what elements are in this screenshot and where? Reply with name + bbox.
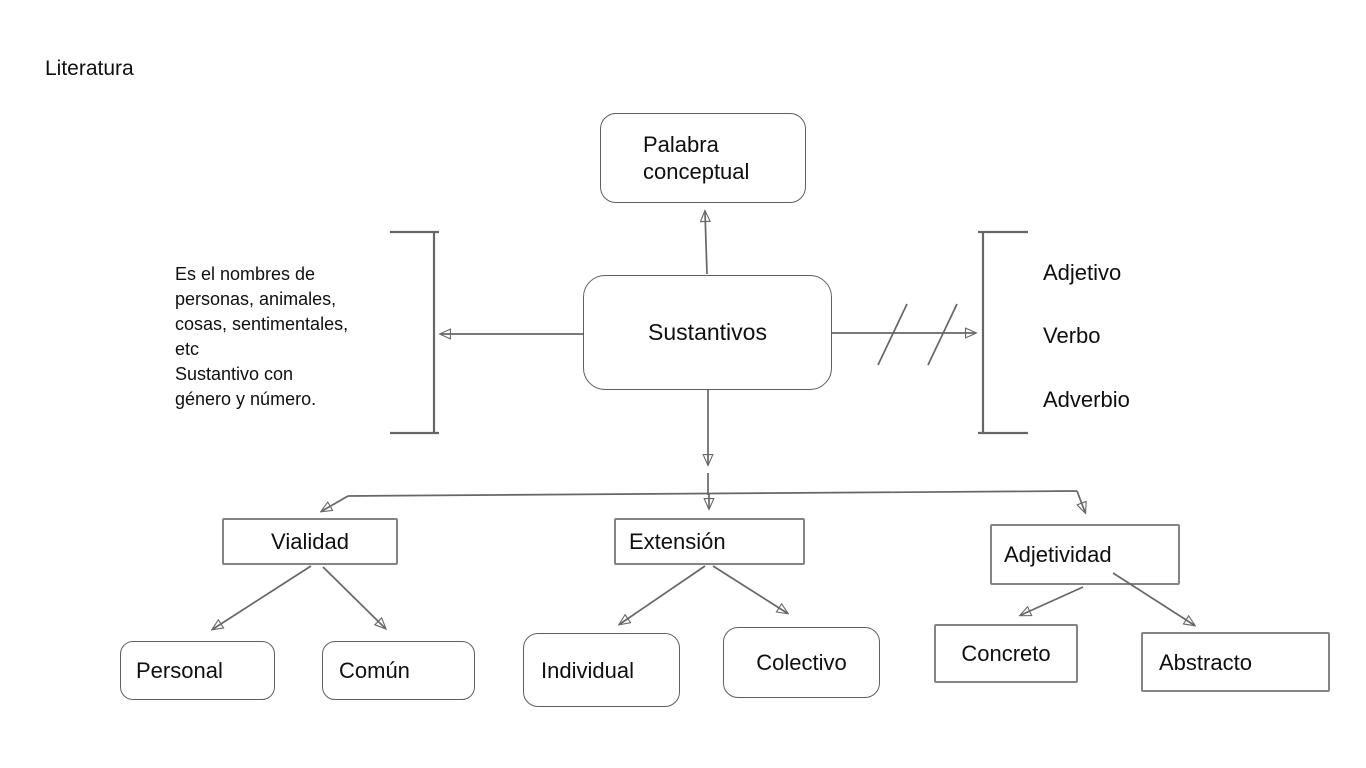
node-label: Sustantivos [648,319,767,345]
node-adjetividad[interactable]: Adjetividad [990,524,1180,585]
node-vialidad[interactable]: Vialidad [222,518,398,565]
connector-bus-to-vialidad [322,495,349,511]
node-label: Extensión [629,529,726,554]
branch-bus-line [347,490,1078,497]
connector-root-to-top-concept [705,212,707,275]
connector-bus-to-adjetividad [1077,490,1085,512]
definition-note: Es el nombres de personas, animales, cos… [175,264,349,409]
node-label: Concreto [961,641,1051,666]
node-label: Individual [541,657,634,683]
slash-mark-1 [877,303,908,366]
side-label-adverbio: Adverbio [1043,387,1130,412]
node-label: Personal [136,658,223,683]
left-bracket [390,230,439,435]
node-label: Adjetividad [1004,542,1112,567]
node-sustantivos[interactable]: Sustantivos [583,275,832,390]
slash-mark-2 [927,303,958,366]
connector-extension-to-colectivo [712,565,787,613]
connector-vialidad-to-comun [322,566,385,628]
node-label: Común [339,658,410,683]
node-label: Vialidad [271,529,349,554]
side-label-verbo: Verbo [1043,323,1101,348]
node-concreto[interactable]: Concreto [934,624,1078,683]
node-label: Palabra conceptual [643,132,750,184]
node-personal[interactable]: Personal [120,641,275,700]
node-label: Abstracto [1159,649,1252,675]
connector-vialidad-to-personal [213,565,312,629]
node-abstracto[interactable]: Abstracto [1141,632,1330,692]
node-palabra-conceptual[interactable]: Palabra conceptual [600,113,806,203]
node-extension[interactable]: Extensión [614,518,805,565]
side-label-adjetivo: Adjetivo [1043,260,1122,285]
connector-extension-to-individual [620,565,706,624]
right-bracket [978,230,1028,435]
node-comun[interactable]: Común [322,641,475,700]
node-colectivo[interactable]: Colectivo [723,627,880,698]
node-label: Colectivo [756,650,847,675]
page-title: Literatura [45,57,134,80]
connector-adjetividad-to-concreto [1021,586,1084,615]
node-individual[interactable]: Individual [523,633,680,707]
